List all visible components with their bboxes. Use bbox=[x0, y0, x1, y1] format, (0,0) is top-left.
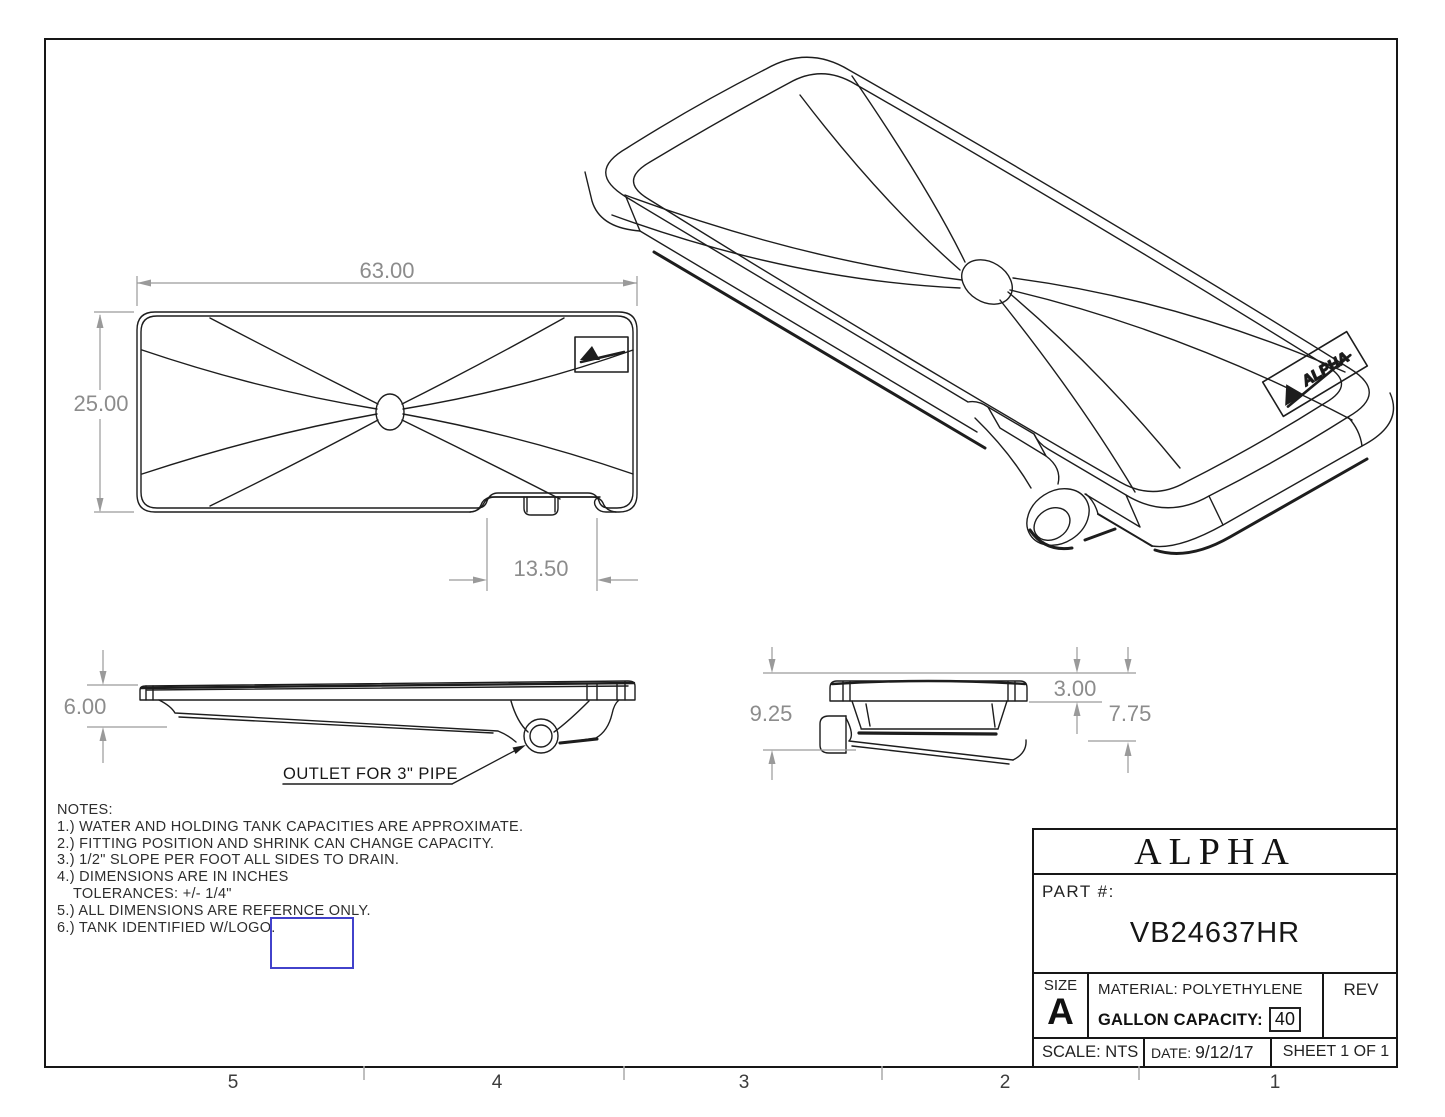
zone-ticks bbox=[363, 1066, 1140, 1080]
gallon-capacity-value: 40 bbox=[1268, 1007, 1302, 1032]
dim-top-width: 63.00 bbox=[359, 258, 414, 283]
zone-marker-1: 1 bbox=[1269, 1072, 1281, 1093]
zone-marker-4: 4 bbox=[491, 1072, 503, 1093]
rev-cell: REV bbox=[1324, 974, 1398, 1037]
part-number-cell: PART #: VB24637HR bbox=[1034, 877, 1396, 974]
note-line: 1.) WATER AND HOLDING TANK CAPACITIES AR… bbox=[57, 818, 524, 835]
date-label: DATE: bbox=[1151, 1045, 1192, 1061]
front-view bbox=[139, 680, 636, 785]
size-cell: SIZE A bbox=[1034, 974, 1089, 1037]
dim-front-height: 6.00 bbox=[64, 694, 107, 719]
dim-end-right-height: 7.75 bbox=[1109, 701, 1152, 726]
note-line: 4.) DIMENSIONS ARE IN INCHES bbox=[57, 869, 289, 886]
gallon-capacity-label: GALLON CAPACITY: bbox=[1098, 1011, 1263, 1029]
note-line-tolerance: TOLERANCES: +/- 1/4" bbox=[73, 885, 232, 902]
dim-notch-offset: 13.50 bbox=[513, 556, 568, 581]
isometric-view: ALPHA bbox=[584, 56, 1395, 555]
dimension-lines bbox=[87, 276, 1136, 780]
dim-top-height: 25.00 bbox=[73, 391, 128, 416]
dim-end-left-height: 9.25 bbox=[750, 701, 793, 726]
scale-row: SCALE: NTS DATE: 9/12/17 SHEET 1 OF 1 bbox=[1034, 1039, 1396, 1066]
part-number-label: PART #: bbox=[1042, 882, 1115, 901]
notes-heading: NOTES: bbox=[57, 802, 113, 818]
size-label: SIZE bbox=[1043, 977, 1078, 994]
scale-cell: SCALE: NTS bbox=[1034, 1039, 1145, 1066]
note-line: 6.) TANK IDENTIFIED W/LOGO. bbox=[57, 919, 276, 936]
date-cell: DATE: 9/12/17 bbox=[1145, 1039, 1272, 1066]
notes-block: NOTES: 1.) WATER AND HOLDING TANK CAPACI… bbox=[57, 802, 523, 936]
zone-marker-5: 5 bbox=[227, 1072, 239, 1093]
zone-marker-3: 3 bbox=[738, 1072, 750, 1093]
material-cell: MATERIAL: POLYETHYLENE GALLON CAPACITY: 4… bbox=[1089, 974, 1324, 1037]
end-view bbox=[819, 679, 1028, 765]
sheet-cell: SHEET 1 OF 1 bbox=[1282, 1043, 1390, 1060]
dimension-arrows bbox=[96, 279, 1132, 764]
top-view bbox=[136, 311, 638, 516]
size-value: A bbox=[1047, 991, 1074, 1032]
note-line: 3.) 1/2" SLOPE PER FOOT ALL SIDES TO DRA… bbox=[57, 852, 400, 869]
title-block: ALPHA PART #: VB24637HR SIZE A MATERIAL:… bbox=[1032, 828, 1398, 1068]
date-value: 9/12/17 bbox=[1195, 1042, 1254, 1062]
dim-end-flange-height: 3.00 bbox=[1054, 676, 1097, 701]
outlet-label: OUTLET FOR 3" PIPE bbox=[283, 765, 458, 783]
spec-row: SIZE A MATERIAL: POLYETHYLENE GALLON CAP… bbox=[1034, 974, 1396, 1039]
top-view-outline bbox=[136, 311, 638, 513]
material-line: MATERIAL: POLYETHYLENE bbox=[1098, 981, 1303, 998]
zone-marker-2: 2 bbox=[999, 1072, 1011, 1093]
sheet-border bbox=[44, 38, 1398, 1068]
company-name: ALPHA bbox=[1034, 830, 1396, 875]
part-number-value: VB24637HR bbox=[1129, 917, 1301, 949]
annotation-rectangle bbox=[270, 917, 354, 969]
note-line: 5.) ALL DIMENSIONS ARE REFERNCE ONLY. bbox=[57, 902, 371, 919]
iso-outline bbox=[605, 56, 1370, 509]
note-line: 2.) FITTING POSITION AND SHRINK CAN CHAN… bbox=[57, 835, 495, 852]
gallon-capacity-line: GALLON CAPACITY: 40 bbox=[1098, 1007, 1302, 1032]
top-view-logo bbox=[574, 336, 629, 373]
rev-label: REV bbox=[1343, 980, 1379, 999]
